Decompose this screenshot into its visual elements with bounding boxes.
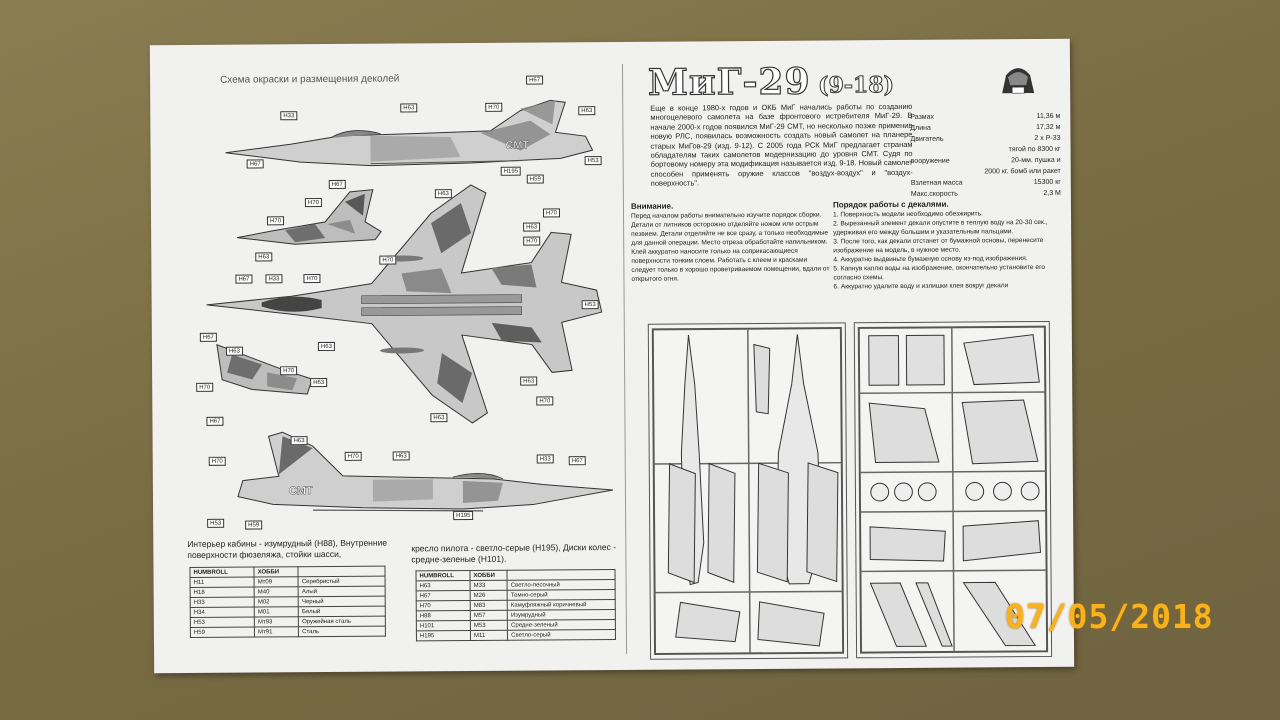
list-item: 3. После того, как декали отстанет от бу… [833, 236, 1044, 255]
model-subtitle: (9-18) [818, 72, 895, 100]
jet-camo-side-small-2 [216, 343, 313, 395]
callout-h70: Н70 [196, 382, 214, 392]
callout-h67: Н67 [235, 274, 253, 284]
manufacturer-logo-icon [1002, 68, 1035, 94]
callout-h33: Н33 [265, 274, 283, 284]
attention-text: Перед началом работы внимательно изучите… [631, 211, 830, 283]
callout-h63: Н63 [225, 346, 244, 356]
history-text: Еще в конце 1980-х годов и ОКБ МиГ начал… [650, 101, 913, 188]
callout-h53: Н53 [581, 300, 599, 310]
callout-h63: Н63 [310, 377, 328, 388]
column-divider [621, 63, 628, 654]
list-item: 6. Аккуратно удалите воду и излишки клея… [833, 282, 1009, 291]
table-header-color [298, 566, 386, 577]
aircraft-marking-1: СМТ [505, 140, 529, 152]
jet-side-profile-bottom: СМТ [237, 431, 614, 512]
callout-h195: Н195 [500, 166, 522, 176]
table-header-hobby: ХОББИ [469, 570, 508, 581]
callout-h53: Н53 [584, 156, 602, 166]
jet-top-view [206, 184, 603, 424]
callout-h70: Н70 [379, 255, 397, 265]
callout-h70: Н70 [304, 198, 322, 208]
callout-h195: Н195 [453, 510, 474, 521]
callout-h63: Н63 [400, 103, 418, 113]
callout-h63: Н63 [434, 189, 452, 199]
callout-h63: Н63 [290, 436, 308, 446]
instruction-sheet: Схема окраски и размещения деколей СМТ [149, 38, 1075, 674]
list-item: 2. Вырезанный элемент декали опустите в … [833, 218, 1048, 237]
callout-h63: Н63 [317, 341, 335, 352]
callout-h63: Н63 [578, 106, 596, 116]
callout-h67: Н67 [526, 75, 544, 85]
callout-h33: Н33 [280, 111, 298, 121]
callout-h63: Н63 [255, 252, 273, 262]
callout-h67: Н67 [206, 416, 224, 426]
callout-h70: Н70 [208, 456, 226, 466]
callout-h70: Н70 [267, 216, 285, 226]
decal-procedure-list: 1. Поверхность модели необходимо обезжир… [833, 209, 1066, 292]
callout-h70: Н70 [542, 208, 561, 218]
callout-h67: Н67 [328, 179, 346, 189]
table-header-hobby: ХОББИ [254, 566, 299, 578]
table-header-humbroll: HUMBROLL [189, 567, 255, 578]
model-title: МиГ-29 [647, 60, 811, 104]
callout-h59: Н59 [245, 520, 263, 530]
callout-h59: Н59 [526, 174, 544, 184]
aircraft-marking-2: СМТ [289, 485, 313, 497]
callout-h67: Н67 [246, 159, 264, 169]
parts-sprue-b [853, 320, 1053, 659]
callout-h63: Н63 [523, 222, 541, 232]
callout-h63: Н63 [392, 451, 410, 461]
jet-side-profile-top: СМТ [225, 99, 594, 167]
jet-camo-side-small [237, 189, 382, 245]
cockpit-color-note: Интерьер кабины - изумрудный (Н88), Внут… [187, 537, 388, 560]
attention-heading: Внимание. [630, 201, 674, 211]
callout-h70: Н70 [485, 102, 503, 112]
callout-h70: Н70 [344, 451, 362, 461]
callout-h67: Н67 [568, 456, 586, 466]
photo-date-stamp: 07/05/2018 [1005, 597, 1214, 636]
callout-h70: Н70 [280, 366, 298, 376]
scheme-title: Схема окраски и размещения деколей [220, 73, 400, 86]
callout-h63: Н63 [520, 376, 538, 386]
table-header-humbroll: HUMBROLL [415, 570, 471, 581]
callout-h53: Н53 [207, 518, 225, 528]
callout-h70: Н70 [303, 274, 321, 284]
decal-procedure-heading: Порядок работы с декалями. [832, 199, 949, 210]
list-item: 5. Капнув каплю воды на изображение, око… [833, 263, 1046, 282]
callout-h70: Н70 [536, 396, 554, 406]
instructions-column: МиГ-29 (9-18) Еще в конце 1980-х годов и… [628, 39, 1074, 670]
callout-h63: Н63 [430, 413, 448, 423]
painting-scheme: Схема окраски и размещения деколей СМТ [150, 42, 622, 673]
callout-h67: Н67 [199, 332, 217, 342]
callout-h33: Н33 [536, 454, 554, 464]
callout-h70: Н70 [523, 236, 541, 246]
parts-sprue-a [647, 322, 849, 660]
seat-color-note: кресло пилота - светло-серые (Н195), Дис… [411, 541, 617, 565]
